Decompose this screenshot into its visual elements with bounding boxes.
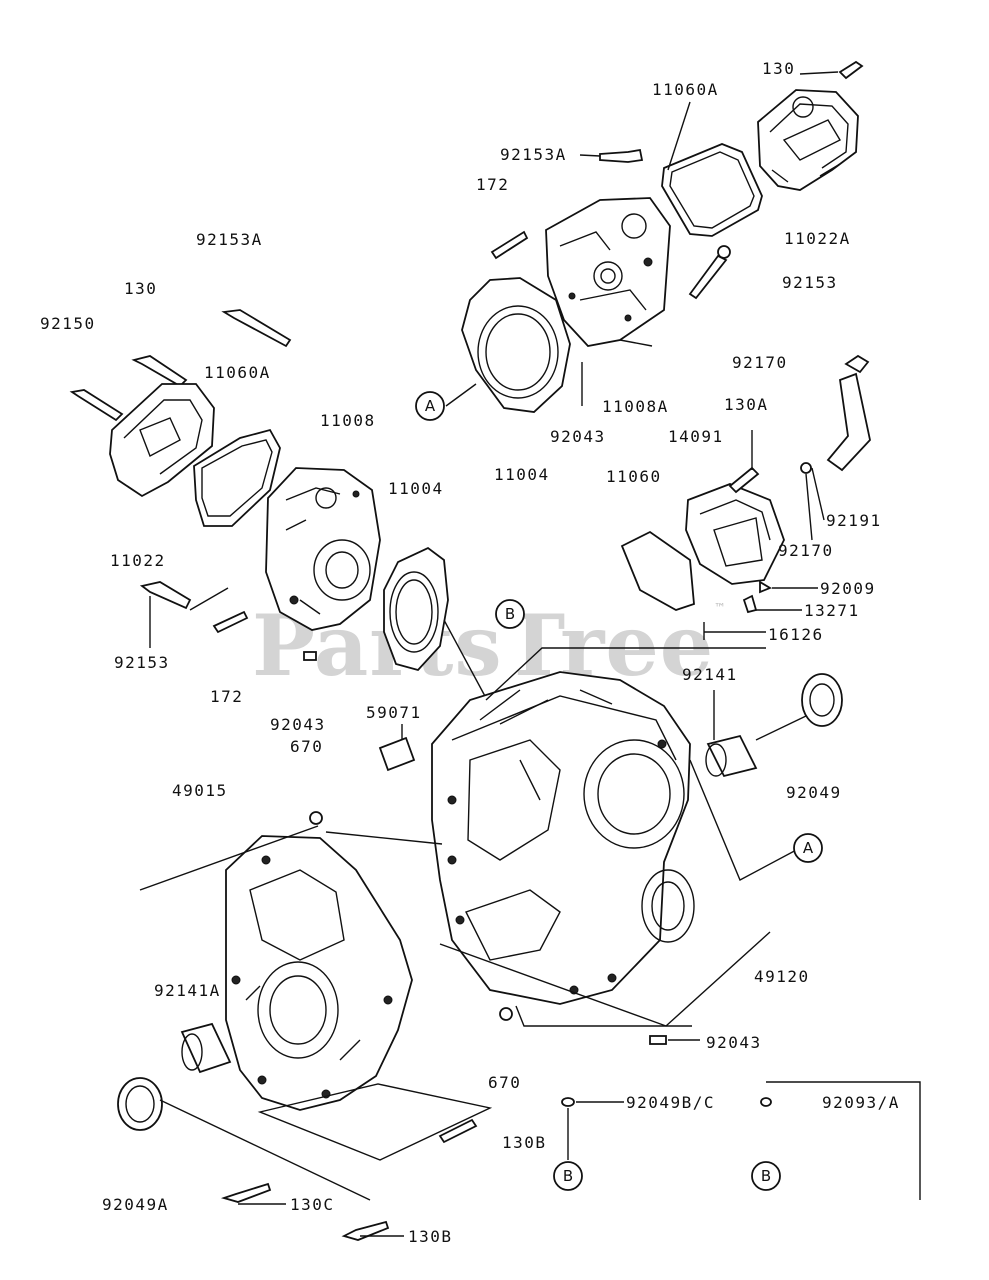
callout-b-bottom-1: B [553, 1161, 583, 1191]
label-11060: 11060 [606, 467, 662, 486]
label-670-bottom: 670 [488, 1073, 521, 1092]
bearing-92141a [180, 1022, 232, 1074]
label-92153a-top: 92153A [500, 145, 567, 164]
label-130-top: 130 [762, 59, 795, 78]
stud-172-left [212, 610, 249, 634]
label-92170-b: 92170 [778, 541, 834, 560]
callout-b-bottom-2: B [751, 1161, 781, 1191]
label-130b-b: 130B [408, 1227, 453, 1246]
gasket-11060a-left [193, 428, 281, 527]
label-92170-a: 92170 [732, 353, 788, 372]
screw-130-top [799, 60, 864, 80]
label-130-left: 130 [124, 279, 157, 298]
label-92150: 92150 [40, 314, 96, 333]
label-130b-a: 130B [502, 1133, 547, 1152]
label-92049a: 92049A [102, 1195, 169, 1214]
crankcase-main [431, 671, 695, 1005]
label-14091: 14091 [668, 427, 724, 446]
rocker-cover-top [757, 89, 859, 191]
bearing-92141 [705, 734, 758, 778]
stud-172-top [490, 230, 529, 260]
callout-a-right: A [793, 833, 823, 863]
label-49120: 49120 [754, 967, 810, 986]
label-16126: 16126 [768, 625, 824, 644]
breather-hose [826, 372, 871, 472]
label-92153-left: 92153 [114, 653, 170, 672]
screw-130-left [131, 355, 188, 388]
clamp-92170 [844, 354, 870, 374]
label-92043-top: 92043 [550, 427, 606, 446]
label-11008a: 11008A [602, 397, 669, 416]
label-130a: 130A [724, 395, 769, 414]
plug-59071 [378, 736, 416, 772]
oil-seal-92049 [801, 673, 843, 727]
label-11008: 11008 [320, 411, 376, 430]
svg-text:A: A [803, 839, 814, 857]
label-11022a: 11022A [784, 229, 851, 248]
label-11004-a: 11004 [494, 465, 550, 484]
label-130c: 130C [290, 1195, 335, 1214]
label-92153a-left: 92153A [196, 230, 263, 249]
label-92153-right: 92153 [782, 273, 838, 292]
label-13271: 13271 [804, 601, 860, 620]
label-11022: 11022 [110, 551, 166, 570]
head-gasket-left [383, 546, 449, 672]
washer-92049bc [561, 1097, 575, 1107]
label-670-mid: 670 [290, 737, 323, 756]
head-gasket-top [461, 277, 571, 413]
gasket-11060a-top [661, 143, 763, 237]
dowel-92043-bottom [649, 1035, 667, 1045]
bolt-92153-right [688, 254, 728, 300]
label-92049: 92049 [786, 783, 842, 802]
label-49015: 49015 [172, 781, 228, 800]
oil-seal-92049a [117, 1077, 163, 1131]
label-11060a-left: 11060A [204, 363, 271, 382]
svg-text:A: A [425, 397, 436, 415]
label-59071: 59071 [366, 703, 422, 722]
bolt-92153a-top [579, 148, 644, 163]
bolt-130b-mid [438, 1118, 478, 1144]
bolt-130b-bottom [341, 1220, 390, 1241]
washer-92093a [760, 1097, 772, 1107]
callout-a-top: A [415, 391, 445, 421]
label-92141: 92141 [682, 665, 738, 684]
bolt-130a [728, 466, 760, 494]
bolt-92153a-left [221, 309, 292, 348]
screw-92150 [69, 389, 124, 422]
plug-92009 [759, 580, 773, 594]
breather-gasket [620, 530, 695, 611]
label-92043-mid: 92043 [270, 715, 326, 734]
label-11060a-top: 11060A [652, 80, 719, 99]
label-92049bc: 92049B/C [626, 1093, 715, 1112]
label-92191: 92191 [826, 511, 882, 530]
svg-text:B: B [761, 1167, 771, 1185]
label-172-left: 172 [210, 687, 243, 706]
clip-13271 [742, 594, 758, 614]
breather-cover [685, 483, 785, 585]
svg-text:B: B [563, 1167, 573, 1185]
label-11004-b: 11004 [388, 479, 444, 498]
callout-b-mid: B [495, 599, 525, 629]
label-172-top: 172 [476, 175, 509, 194]
label-92093a: 92093/A [822, 1093, 900, 1112]
bolt-92153-left [139, 581, 192, 610]
bolt-130c [220, 1182, 272, 1203]
rocker-cover-left [109, 383, 215, 498]
svg-text:B: B [505, 605, 515, 623]
cylinder-head-left [265, 467, 381, 631]
label-92009: 92009 [820, 579, 876, 598]
dowel-pin-left [303, 651, 317, 661]
watermark-tm: ™ [714, 601, 726, 615]
crankcase-cover [225, 835, 413, 1111]
label-92141a: 92141A [154, 981, 221, 1000]
cylinder-head-top [545, 197, 671, 347]
label-92043-bottom: 92043 [706, 1033, 762, 1052]
